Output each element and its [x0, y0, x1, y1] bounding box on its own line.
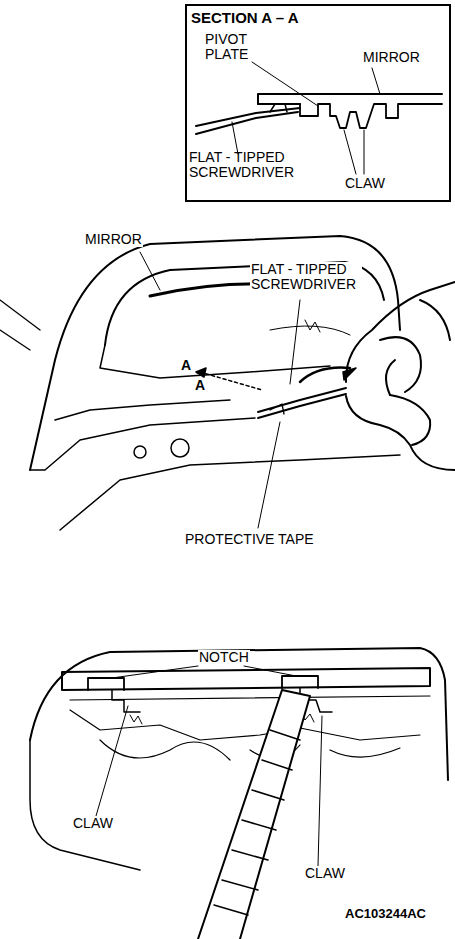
section-label: SECTION A – A	[191, 10, 299, 25]
mirror-housing	[0, 236, 400, 530]
leader-line	[258, 422, 280, 528]
part-label: CLAW	[304, 866, 346, 881]
taped-screwdriver	[198, 690, 310, 939]
section-label: FLAT - TIPPED SCREWDRIVER	[189, 150, 299, 180]
leader-line	[318, 716, 322, 866]
leader-line	[290, 300, 300, 384]
section-mark: A	[194, 378, 206, 393]
leader-line	[96, 706, 128, 816]
part-label: FLAT - TIPPED SCREWDRIVER	[250, 262, 362, 292]
screwdriver	[196, 368, 356, 418]
section-inset: SECTION A – A PIVOT PLATE MIRROR FLAT - TIP…	[185, 4, 451, 202]
section-mark: A	[180, 358, 192, 373]
leader-line	[112, 666, 296, 678]
part-label: NOTCH	[198, 650, 250, 665]
part-label: CLAW	[72, 816, 114, 831]
hand	[346, 282, 455, 470]
section-label: CLAW	[345, 176, 385, 191]
section-label: PIVOT PLATE	[205, 32, 265, 62]
part-label: MIRROR	[84, 232, 143, 247]
leader-line	[140, 252, 160, 290]
figure-id: AC103244AC	[344, 906, 427, 921]
section-label: MIRROR	[363, 50, 420, 65]
part-label: PROTECTIVE TAPE	[184, 532, 315, 547]
